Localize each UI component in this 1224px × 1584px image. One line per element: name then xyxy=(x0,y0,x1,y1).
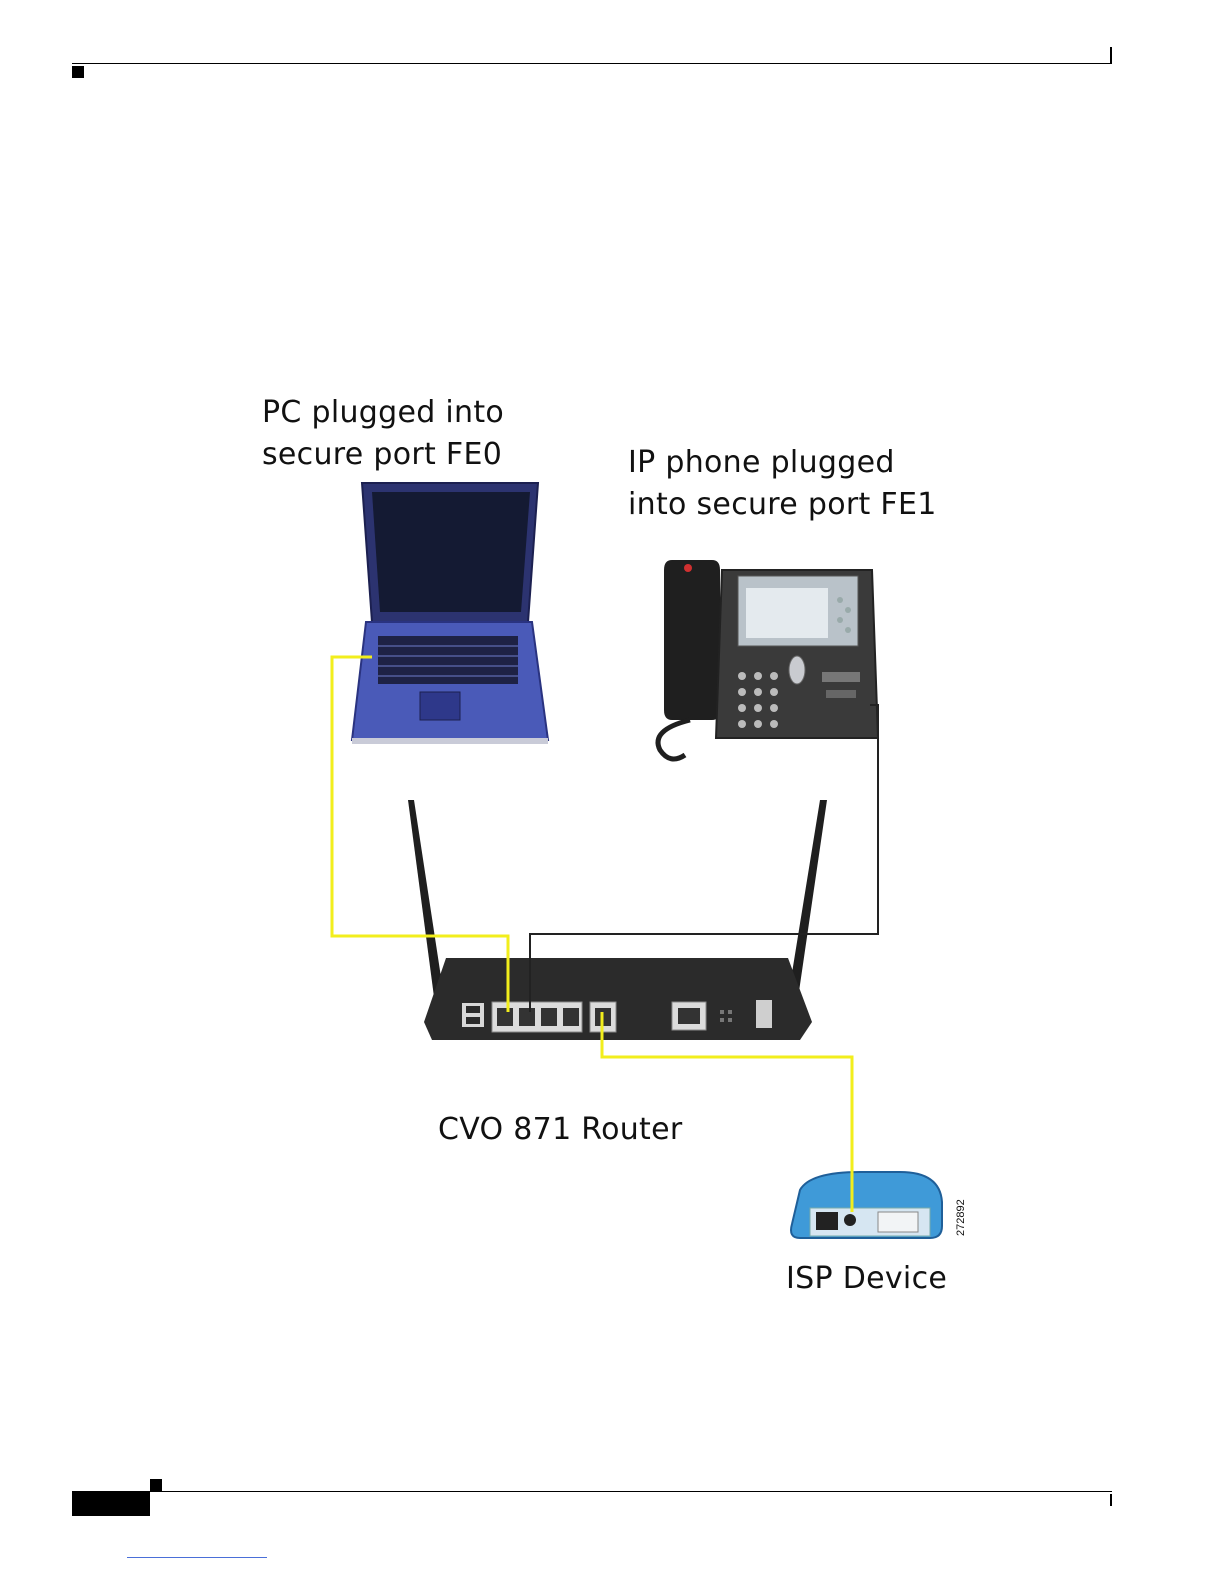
pc-label-line1: PC plugged into xyxy=(262,392,504,434)
laptop-icon xyxy=(352,483,548,744)
figure-number: 272892 xyxy=(955,1199,967,1236)
phone-label: IP phone plugged into secure port FE1 xyxy=(628,442,937,526)
isp-label: ISP Device xyxy=(786,1258,947,1300)
isp-device-icon xyxy=(791,1172,942,1238)
footer-rule xyxy=(72,1491,1112,1492)
router-icon xyxy=(408,800,827,1040)
pc-label: PC plugged into secure port FE0 xyxy=(262,392,504,476)
phone-label-line2: into secure port FE1 xyxy=(628,484,937,526)
footer-link-underline[interactable] xyxy=(127,1557,267,1558)
router-label: CVO 871 Router xyxy=(438,1109,683,1151)
footer-page-block xyxy=(72,1492,150,1516)
ip-phone-icon xyxy=(658,560,878,759)
pc-label-line2: secure port FE0 xyxy=(262,434,504,476)
phone-label-line1: IP phone plugged xyxy=(628,442,937,484)
footer-marker xyxy=(150,1479,162,1491)
footer-right-tick xyxy=(1110,1494,1112,1506)
